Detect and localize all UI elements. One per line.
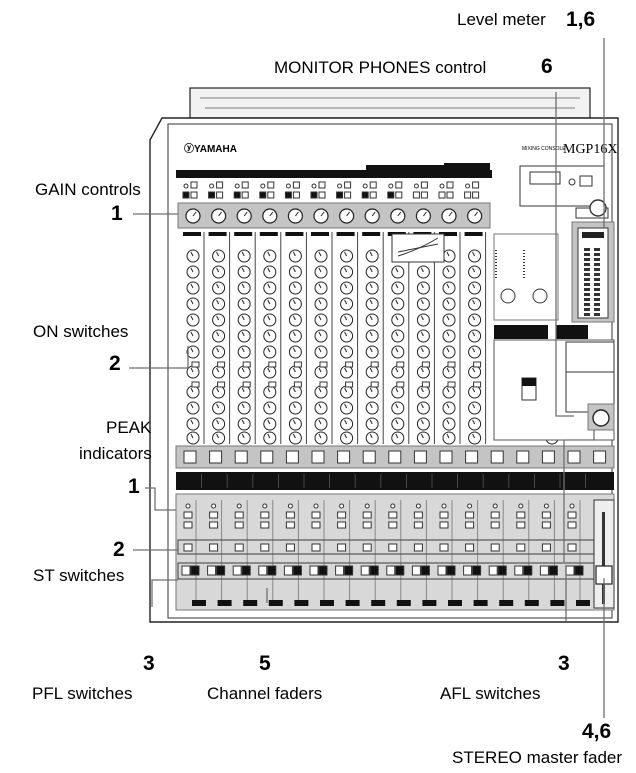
input-switch-row — [182, 181, 480, 199]
pfl-switches-number: 3 — [143, 652, 155, 675]
mixer-rear-panel — [189, 87, 591, 119]
st-switches-number: 2 — [113, 538, 125, 561]
stereo-master-label: STEREO master fader — [452, 748, 623, 767]
on-switches-number: 2 — [109, 352, 121, 375]
leader-lines — [129, 38, 605, 718]
monitor-phones-label: MONITOR PHONES control — [274, 58, 487, 77]
monitor-phones-knob — [592, 409, 610, 427]
fader-row — [181, 500, 590, 606]
level-meter-number: 1,6 — [566, 8, 596, 31]
gain-knob-row — [185, 208, 483, 224]
st-switches-label: ST switches — [33, 566, 125, 585]
peak-indicator-row — [183, 450, 607, 464]
channel-faders-number: 5 — [259, 652, 271, 675]
peak-number: 1 — [128, 475, 140, 498]
model-name: MGP16X — [563, 142, 617, 157]
stereo-master-number: 4,6 — [582, 720, 612, 743]
on-switches-label: ON switches — [33, 322, 129, 341]
channel-label-strip — [176, 472, 614, 490]
monitor-phones-number: 6 — [541, 55, 553, 78]
pfl-switches-label: PFL switches — [32, 684, 133, 703]
peak-label-line1: PEAK — [106, 418, 152, 437]
peak-label-line2: indicators — [79, 444, 152, 463]
afl-switches-label: AFL switches — [440, 684, 541, 703]
level-meter-leds — [584, 248, 600, 316]
gain-controls-label: GAIN controls — [35, 180, 141, 199]
brand-logo: ⓨYAMAHA — [184, 142, 237, 155]
gain-highlight — [177, 202, 491, 229]
afl-switches-number: 3 — [558, 652, 570, 675]
fader-section — [175, 493, 615, 611]
gain-controls-number: 1 — [111, 202, 123, 225]
channel-strips — [183, 232, 609, 445]
model-subtitle: MIXING CONSOLE — [522, 146, 566, 152]
channel-faders-label: Channel faders — [207, 684, 323, 703]
level-meter-label: Level meter — [457, 10, 546, 29]
